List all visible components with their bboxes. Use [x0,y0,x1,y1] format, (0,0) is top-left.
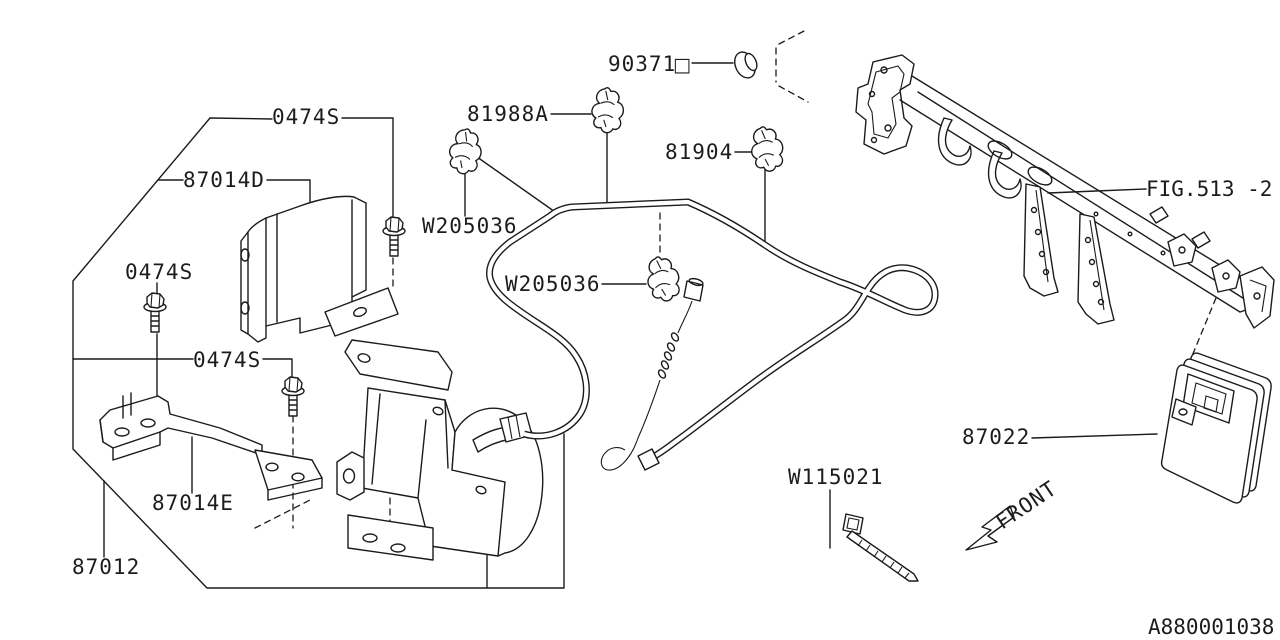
figure-reference-label[interactable]: FIG.513 -2 [1146,177,1272,201]
actuator-bracket [336,339,544,561]
part-label-90371[interactable]: 90371 [608,52,676,76]
part-label-0474s-top[interactable]: 0474S [272,105,340,129]
part-label-w115021[interactable]: W115021 [788,465,884,489]
part-label-87022[interactable]: 87022 [962,425,1030,449]
part-label-90371-box-suffix: □ [673,54,691,76]
steering-beam-fig513 [855,54,1275,329]
bolt-0474s-mid [281,376,305,417]
bracket-87014e [99,392,323,501]
clip-81988a [589,85,627,135]
clip-81904 [748,124,786,174]
part-label-87012[interactable]: 87012 [72,555,140,579]
part-label-81904[interactable]: 81904 [665,140,733,164]
inner-cable [600,277,704,471]
front-arrow-icon [965,505,1015,551]
cruise-module-87022 [1160,352,1272,504]
bracket-87014d [240,195,399,343]
cable-tie-w115021 [842,513,919,582]
clip-w205036-b [643,253,683,304]
clip-w205036-a [444,125,487,178]
diagram-id: A880001038 [1148,615,1274,639]
part-label-0474s-left[interactable]: 0474S [125,260,193,284]
part-label-87014e[interactable]: 87014E [152,491,234,515]
bolt-0474s-left [143,292,167,333]
grommet-90371 [734,51,758,79]
part-label-w205036-b[interactable]: W205036 [505,272,601,296]
part-label-w205036-a[interactable]: W205036 [422,214,518,238]
leader-lines [72,62,1158,558]
part-label-81988a[interactable]: 81988A [467,102,549,126]
cruise-cable [485,198,939,471]
bolt-0474s-top [382,216,406,257]
part-label-0474s-mid[interactable]: 0474S [193,348,261,372]
part-label-87014d[interactable]: 87014D [183,168,265,192]
front-direction-label: FRONT [991,476,1061,534]
